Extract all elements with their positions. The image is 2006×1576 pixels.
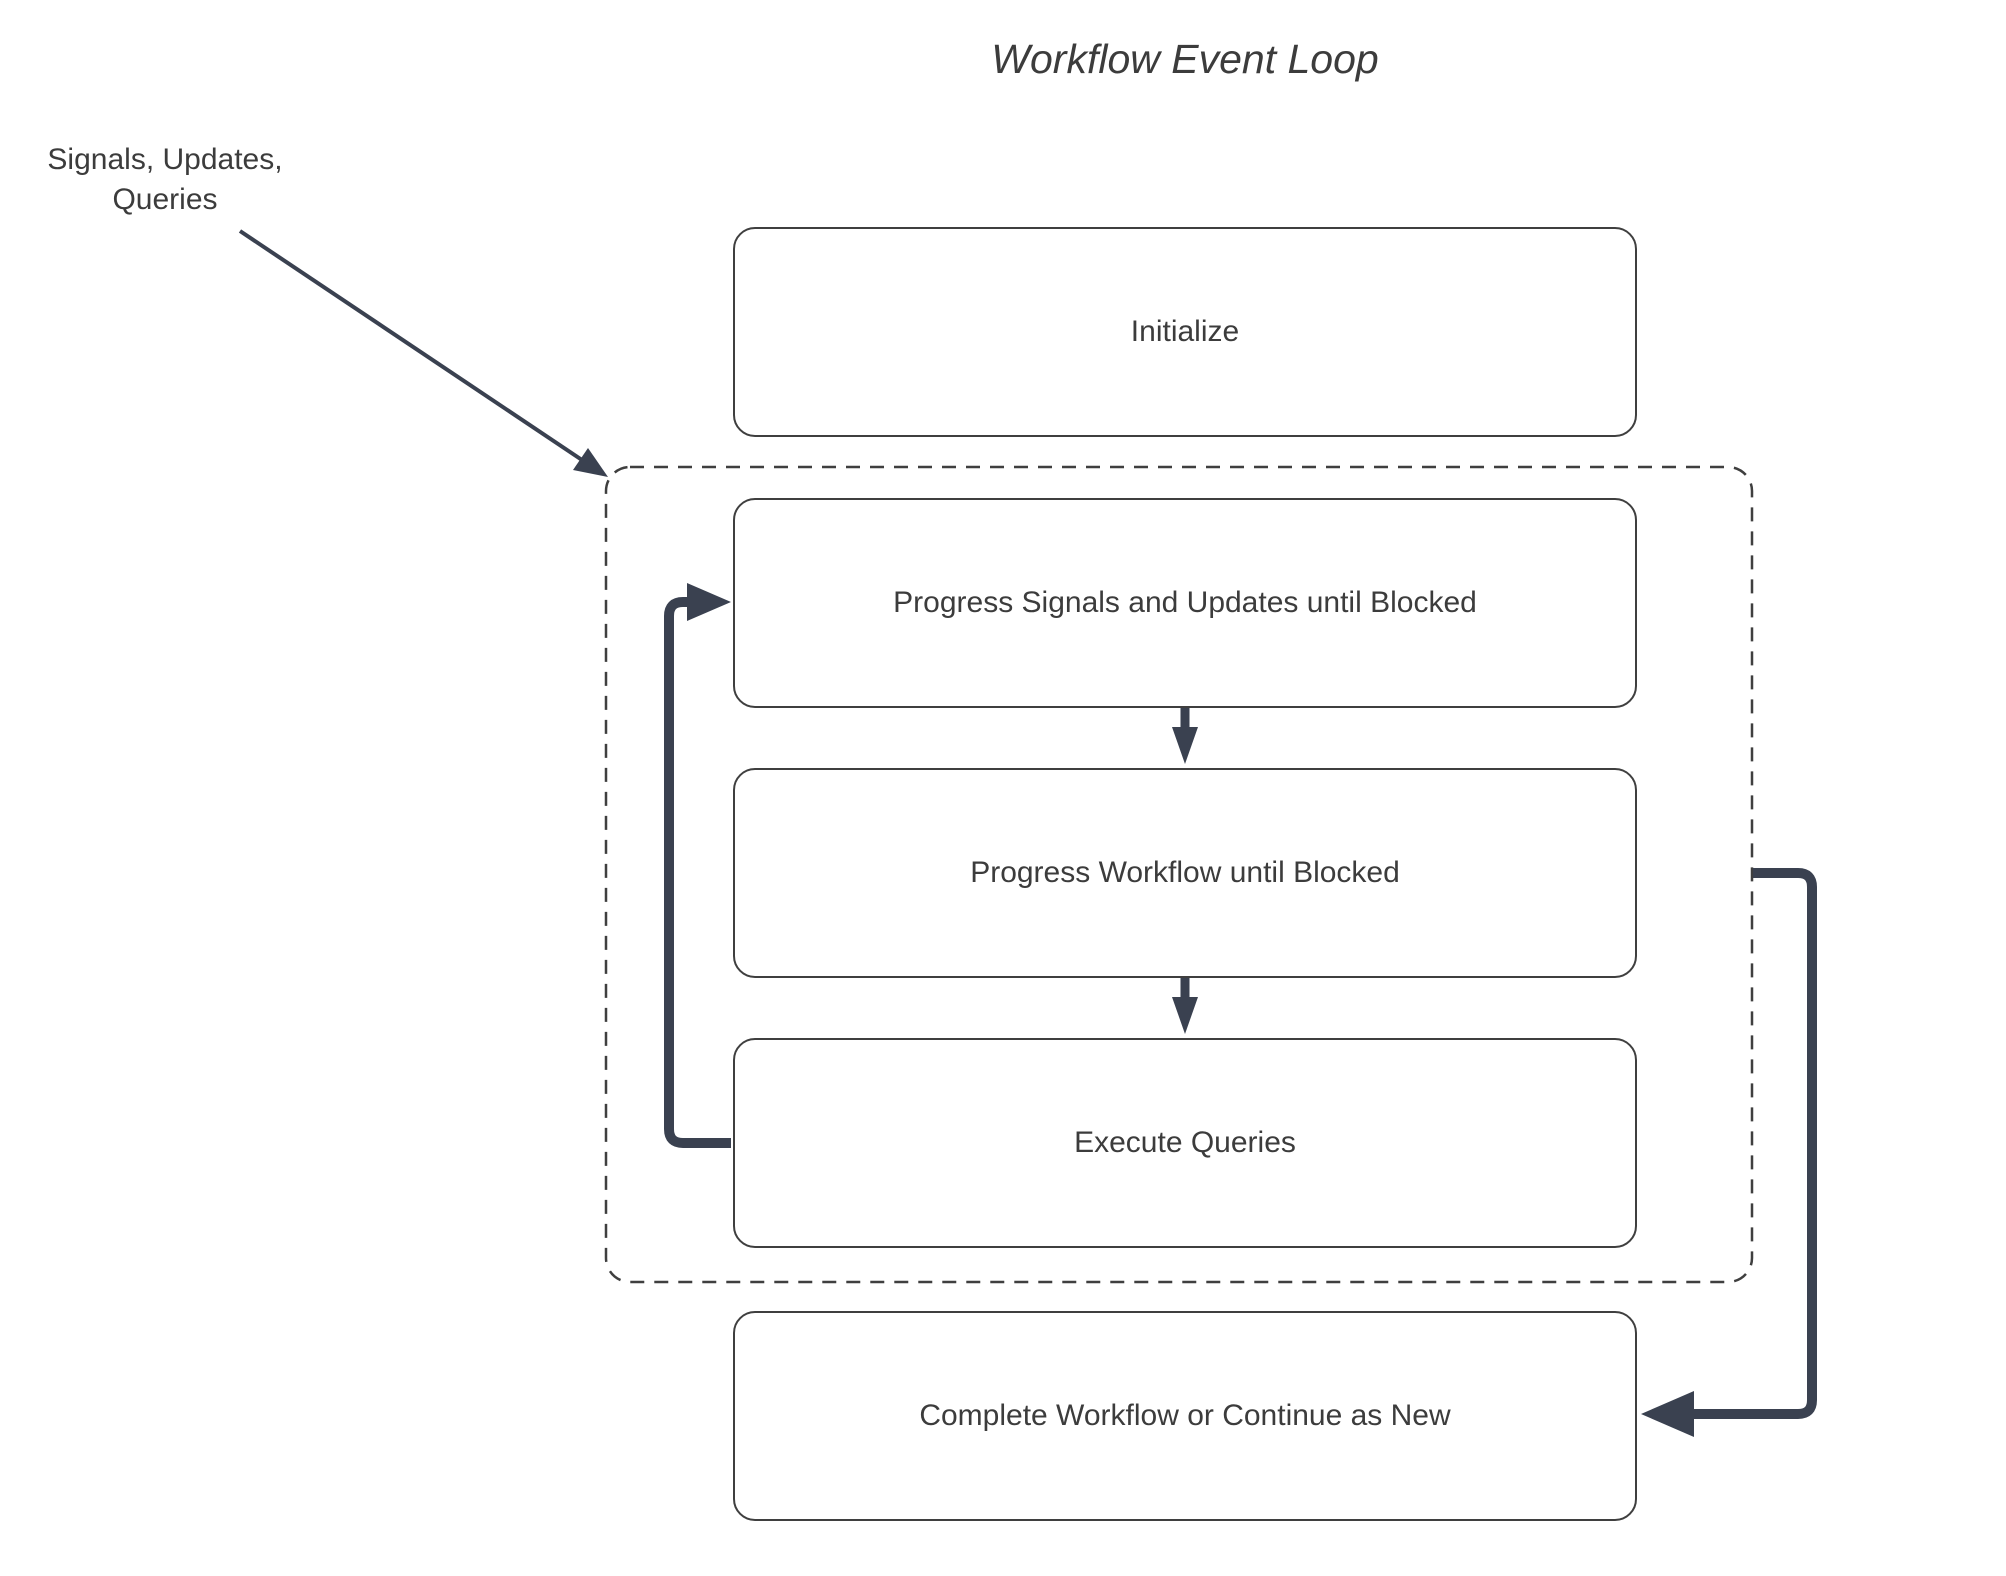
down-arrow-workflow-to-queries [1172, 978, 1198, 1034]
loop-back-arrowhead [687, 583, 731, 621]
loop-back-connector [664, 583, 731, 1148]
complete-arrowhead [1641, 1391, 1694, 1437]
node-progress-workflow: Progress Workflow until Blocked [733, 768, 1637, 978]
signals-input-arrow-line [238, 229, 584, 462]
signals-input-arrowhead [573, 448, 608, 477]
node-progress-signals-label: Progress Signals and Updates until Block… [893, 586, 1477, 619]
down-arrow-2-head [1172, 997, 1198, 1034]
node-complete: Complete Workflow or Continue as New [733, 1311, 1637, 1521]
node-initialize-label: Initialize [1130, 315, 1240, 348]
loop-back-connector-path [664, 597, 731, 1148]
node-complete-label: Complete Workflow or Continue as New [919, 1399, 1451, 1432]
signals-updates-queries-label: Signals, Updates, Queries [47, 143, 283, 216]
node-progress-signals: Progress Signals and Updates until Block… [733, 498, 1637, 708]
complete-connector [1641, 868, 1817, 1437]
node-initialize: Initialize [733, 227, 1637, 437]
down-arrow-1-head [1172, 727, 1198, 764]
down-arrow-signals-to-workflow [1172, 708, 1198, 764]
signals-input-arrow [238, 229, 608, 477]
complete-connector-path [1692, 868, 1817, 1419]
diagram-title: Workflow Event Loop [991, 36, 1379, 82]
node-execute-queries-label: Execute Queries [1074, 1126, 1296, 1159]
node-execute-queries: Execute Queries [733, 1038, 1637, 1248]
node-progress-workflow-label: Progress Workflow until Blocked [970, 856, 1400, 889]
